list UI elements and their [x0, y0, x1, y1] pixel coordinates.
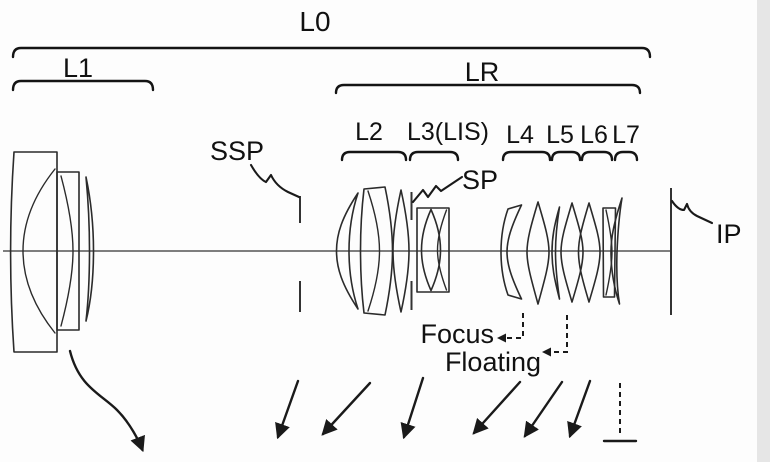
label-l3: L3(LIS) [407, 118, 489, 146]
l2-element-3 [392, 189, 410, 313]
movement-arrow-3 [400, 376, 425, 440]
sp-stop [410, 175, 464, 310]
bracket-l4 [501, 150, 552, 162]
lens-group-l2 [335, 186, 410, 316]
bracket-l5 [550, 150, 582, 162]
lens-group-l3 [416, 207, 450, 293]
label-l7: L7 [612, 121, 640, 149]
lens-group-l1 [9, 151, 95, 353]
focus-arrowhead [497, 333, 506, 343]
label-l5: L5 [546, 121, 574, 149]
label-lr: LR [465, 57, 500, 87]
l1-element-1-concave-surface [22, 168, 56, 334]
bracket-l0 [11, 46, 652, 59]
l1-element-3 [85, 176, 95, 322]
label-l1: L1 [63, 53, 93, 83]
bracket-l3 [408, 150, 460, 162]
label-sp: SP [462, 165, 498, 195]
sp-leader-line [411, 175, 464, 204]
label-ip: IP [716, 219, 742, 249]
ssp-stop [249, 163, 301, 312]
l7-element-1 [610, 197, 623, 305]
lens-group-l6 [577, 202, 617, 303]
ip-leader-line [670, 199, 714, 225]
l2-element-1 [335, 192, 359, 310]
bracket-l2 [340, 150, 408, 162]
ssp-leader-line [249, 163, 301, 199]
bracket-l6 [580, 150, 614, 162]
l1-element-2-surface [60, 175, 74, 327]
lens-group-l4 [500, 201, 550, 305]
floating-arrowhead [542, 347, 551, 357]
lens-group-l7 [610, 197, 623, 305]
label-ssp: SSP [210, 136, 264, 166]
floating-indicator [542, 315, 568, 357]
label-l2: L2 [355, 118, 383, 146]
movement-arrow-2 [321, 381, 372, 436]
movement-arrow-5 [523, 380, 564, 438]
zoom-movement-arrows [275, 376, 638, 443]
movement-arrow-1 [275, 379, 300, 440]
bracket-l7 [613, 150, 639, 162]
scan-edge-strip [757, 0, 770, 462]
l6-element-2-surface [605, 209, 613, 296]
movement-arrow-6 [567, 379, 592, 439]
l5-element-1 [551, 206, 561, 300]
l1-element-2 [56, 171, 80, 331]
l5-element-2 [560, 202, 584, 303]
bracket-l1 [11, 79, 155, 92]
label-l4: L4 [506, 121, 534, 149]
image-plane [670, 188, 714, 315]
label-l0: L0 [299, 6, 330, 37]
focus-dashed-arrow [504, 313, 524, 339]
l3-housing-box [416, 207, 450, 293]
l1-pointer-arrow [68, 349, 145, 453]
movement-arrow-4 [472, 380, 522, 435]
label-floating: Floating [445, 347, 541, 377]
l3-element-1 [420, 208, 442, 292]
label-l6: L6 [580, 121, 608, 149]
l6-element-1 [577, 202, 601, 303]
l4-element-1 [500, 204, 523, 300]
l6-element-2 [602, 207, 617, 298]
l1-element-1 [9, 151, 58, 353]
l3-element-2-surface [436, 209, 448, 291]
bracket-lr [334, 83, 642, 95]
focus-indicator [497, 313, 524, 343]
lens-group-l5 [551, 202, 584, 303]
l4-element-2 [526, 201, 550, 305]
label-focus: Focus [420, 319, 494, 349]
floating-dashed-arrow [549, 315, 568, 353]
l2-element-2-cement-surface [367, 190, 381, 312]
l2-element-2 [359, 186, 394, 316]
